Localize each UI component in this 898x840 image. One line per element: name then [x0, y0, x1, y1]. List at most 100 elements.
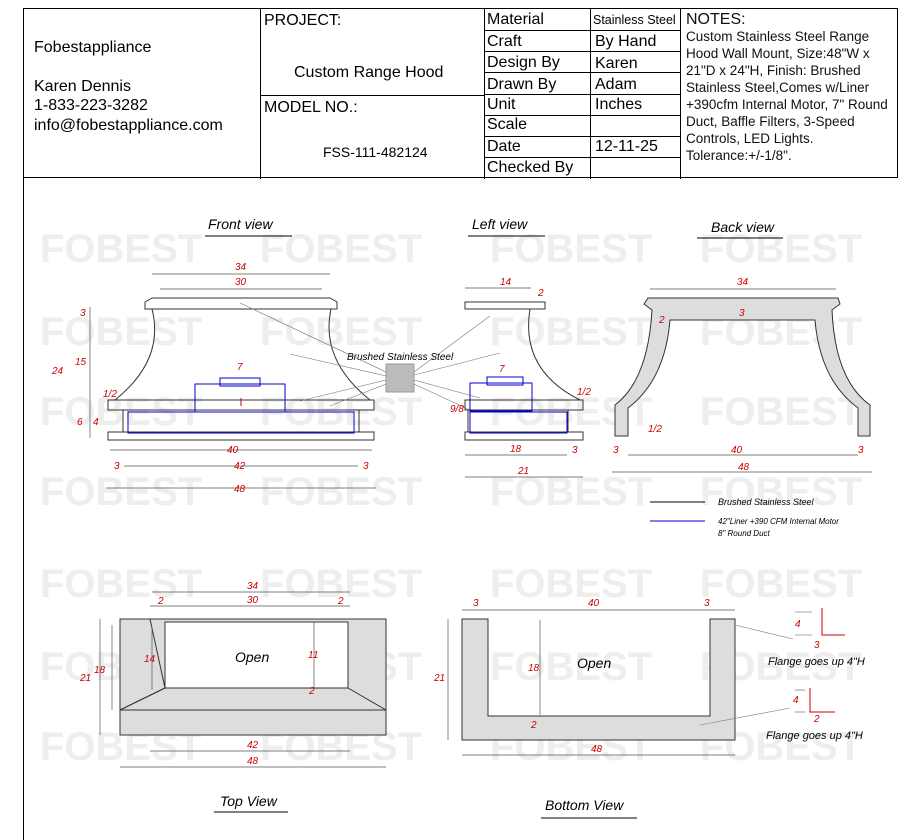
- legend: Brushed Stainless Steel 42"Liner +390 CF…: [650, 497, 839, 538]
- legend-duct: 8" Round Duct: [718, 529, 771, 538]
- company-name: Fobestappliance: [34, 39, 152, 56]
- dim-label: 15: [75, 357, 87, 368]
- left-view-drawing: [464, 301, 584, 441]
- top-dims: [99, 591, 386, 768]
- dim-label: 18: [510, 444, 522, 455]
- spec-value-unit: Inches: [595, 96, 643, 113]
- watermark: FOBEST: [700, 227, 862, 271]
- legend-liner: 42"Liner +390 CFM Internal Motor: [718, 517, 839, 526]
- watermark: FOBEST: [700, 562, 862, 606]
- legend-stainless: Brushed Stainless Steel: [718, 497, 815, 507]
- spec-value-design-by: Karen: [595, 55, 638, 72]
- watermark: FOBEST: [700, 390, 862, 434]
- dim-label: 34: [247, 581, 259, 592]
- model-label: MODEL NO.:: [264, 99, 358, 116]
- dim-label: 7: [237, 362, 243, 373]
- flange-detail-2: [795, 688, 835, 713]
- spec-label-scale: Scale: [487, 116, 528, 133]
- dim-label: 1/2: [103, 389, 117, 400]
- front-view-title: Front view: [208, 216, 273, 232]
- spec-label-checked-by: Checked By: [487, 159, 574, 176]
- watermark: FOBEST: [40, 470, 202, 514]
- front-view-drawing: [107, 297, 375, 441]
- top-view-open-label: Open: [235, 649, 269, 665]
- dim-label: 3: [613, 445, 619, 456]
- notes-body: Custom Stainless Steel Range Hood Wall M…: [686, 29, 888, 163]
- dim-label: 3: [363, 461, 369, 472]
- dim-label: 3: [739, 308, 745, 319]
- dim-label: 3: [704, 598, 710, 609]
- bottom-view-title: Bottom View: [545, 797, 624, 813]
- flange-note-2: Flange goes up 4"H: [766, 730, 863, 742]
- material-callout: Brushed Stainless Steel: [347, 352, 454, 363]
- watermark: FOBEST: [700, 470, 862, 514]
- dim-label: 2: [530, 720, 537, 731]
- spec-label-material: Material: [487, 11, 544, 28]
- project-value: Custom Range Hood: [294, 64, 444, 81]
- watermark: FOBEST: [40, 310, 202, 354]
- dim-label: 1/2: [577, 387, 591, 398]
- back-view-title: Back view: [711, 219, 775, 235]
- bottom-view-drawing: [461, 618, 736, 741]
- watermark: FOBEST: [40, 227, 202, 271]
- dim-label: 3: [473, 598, 479, 609]
- spec-value-craft: By Hand: [595, 33, 657, 50]
- title-block: Fobestappliance Karen Dennis 1-833-223-3…: [23, 8, 898, 179]
- dim-label: 2: [308, 686, 315, 697]
- watermark: FOBEST: [40, 562, 202, 606]
- project-label: PROJECT:: [264, 12, 342, 29]
- spec-label-unit: Unit: [487, 96, 516, 113]
- dim-label: 34: [737, 277, 749, 288]
- dim-label: 2: [658, 315, 665, 326]
- bottom-dims: [447, 609, 735, 756]
- dim-label: 18: [528, 663, 540, 674]
- dim-label: 21: [79, 673, 91, 684]
- spec-label-date: Date: [487, 138, 521, 155]
- spec-label-design-by: Design By: [487, 54, 560, 71]
- dim-label: 4: [93, 417, 99, 428]
- dim-label: 34: [235, 262, 247, 273]
- dim-label: 21: [433, 673, 445, 684]
- bottom-view-open-label: Open: [577, 655, 611, 671]
- dim-label: 1/2: [648, 424, 662, 435]
- watermark: FOBEST: [490, 310, 652, 354]
- dim-label: 7: [499, 364, 505, 375]
- front-dims: [89, 273, 376, 489]
- dim-label: 42: [234, 461, 246, 472]
- top-view-title: Top View: [220, 793, 278, 809]
- dim-label: 2: [813, 714, 820, 725]
- dim-label: 24: [51, 366, 64, 377]
- dim-label: 21: [517, 466, 529, 477]
- dim-label: 3: [80, 308, 86, 319]
- left-view-title: Left view: [472, 216, 528, 232]
- dim-label: 9/8: [450, 404, 464, 415]
- dim-label: 40: [227, 445, 239, 456]
- watermark: FOBEST: [260, 470, 422, 514]
- contact-phone: 1-833-223-3282: [34, 97, 148, 114]
- dim-label: 3: [572, 445, 578, 456]
- dim-label: 40: [731, 445, 743, 456]
- dim-label: 2: [537, 288, 544, 299]
- dim-label: 4: [795, 619, 801, 630]
- back-dims: [612, 288, 872, 473]
- dim-label: 40: [588, 598, 600, 609]
- left-dims: [465, 287, 583, 478]
- flange-detail-1: [795, 608, 845, 636]
- dim-label: 30: [247, 595, 259, 606]
- dim-label: 14: [144, 654, 156, 665]
- dim-label: 48: [738, 462, 750, 473]
- dim-label: 2: [337, 596, 344, 607]
- dim-label: 48: [247, 756, 259, 767]
- spec-label-craft: Craft: [487, 33, 522, 50]
- dim-label: 3: [858, 445, 864, 456]
- notes-title: NOTES:: [686, 11, 746, 28]
- dim-label: 11: [308, 650, 318, 661]
- dim-label: 48: [234, 484, 246, 495]
- watermark: FOBEST: [490, 470, 652, 514]
- dim-label: 6: [77, 417, 83, 428]
- watermark: FOBEST: [490, 645, 652, 689]
- dim-label: 4: [793, 695, 799, 706]
- dim-label: 48: [591, 744, 603, 755]
- material-swatch: [385, 363, 415, 393]
